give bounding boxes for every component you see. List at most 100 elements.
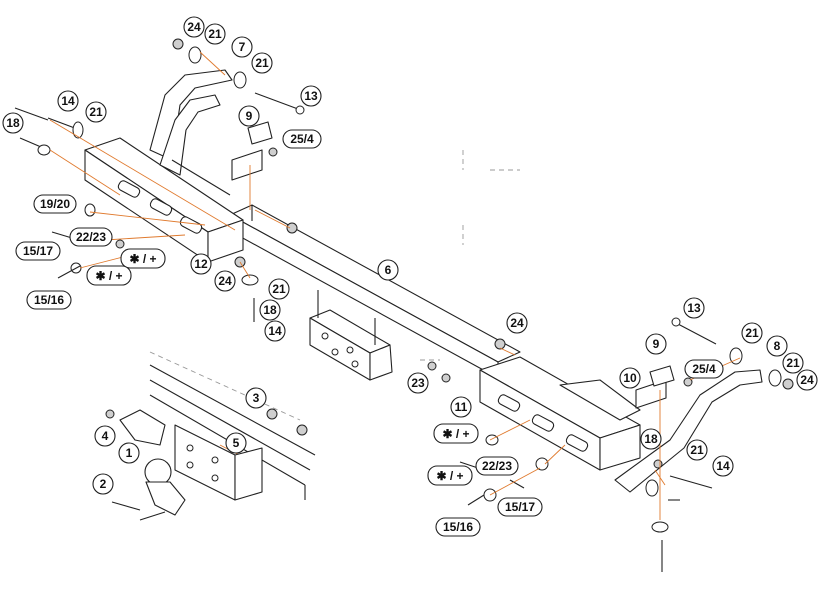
label-24: 24 — [214, 270, 236, 292]
label-19-20: 19/20 — [33, 194, 77, 214]
label-10: 10 — [619, 367, 641, 389]
left-arm — [84, 137, 244, 263]
svg-text:14: 14 — [61, 94, 75, 108]
label-13: 13 — [683, 297, 705, 319]
svg-text:22/23: 22/23 — [482, 459, 512, 473]
label-18: 18 — [640, 428, 662, 450]
label-star-plus: ✱ / + — [427, 465, 473, 486]
bolt-13-left — [254, 92, 305, 115]
label-4: 4 — [94, 425, 116, 447]
label-22-23: 22/23 — [475, 456, 519, 476]
svg-text:1: 1 — [126, 446, 133, 460]
right-side-bracket — [559, 369, 763, 493]
svg-text:22/23: 22/23 — [76, 230, 106, 244]
label-star-plus: ✱ / + — [120, 248, 166, 269]
label-15-17: 15/17 — [497, 497, 543, 517]
svg-text:25/4: 25/4 — [692, 362, 716, 376]
svg-text:24: 24 — [510, 316, 524, 330]
label-21: 21 — [204, 23, 226, 45]
center-mount-plate — [309, 290, 393, 381]
svg-text:✱ / +: ✱ / + — [442, 427, 469, 441]
label-13: 13 — [300, 85, 322, 107]
svg-text:15/16: 15/16 — [443, 520, 473, 534]
label-21: 21 — [782, 352, 804, 374]
svg-text:18: 18 — [644, 432, 658, 446]
svg-text:7: 7 — [239, 40, 246, 54]
svg-text:15/17: 15/17 — [23, 244, 53, 258]
svg-text:3: 3 — [253, 391, 260, 405]
label-18: 18 — [259, 299, 281, 321]
label-24: 24 — [506, 312, 528, 334]
bracket-10-right — [635, 365, 675, 409]
label-1: 1 — [118, 442, 140, 464]
label-25-4: 25/4 — [684, 359, 724, 379]
svg-text:21: 21 — [272, 282, 286, 296]
svg-text:21: 21 — [89, 105, 103, 119]
label-23: 23 — [407, 372, 429, 394]
svg-text:21: 21 — [208, 27, 222, 41]
svg-text:15/17: 15/17 — [505, 500, 535, 514]
svg-text:✱ / +: ✱ / + — [436, 469, 463, 483]
svg-text:8: 8 — [774, 339, 781, 353]
svg-text:24: 24 — [800, 373, 814, 387]
svg-text:25/4: 25/4 — [290, 132, 314, 146]
label-9: 9 — [645, 333, 667, 355]
label-star-plus: ✱ / + — [86, 265, 132, 286]
svg-text:11: 11 — [455, 400, 468, 414]
label-21: 21 — [268, 278, 290, 300]
svg-text:13: 13 — [687, 301, 701, 315]
label-9: 9 — [238, 105, 260, 127]
svg-text:9: 9 — [653, 337, 660, 351]
svg-text:15/16: 15/16 — [34, 293, 64, 307]
svg-text:12: 12 — [194, 257, 208, 271]
svg-text:✱ / +: ✱ / + — [95, 269, 122, 283]
label-21: 21 — [251, 52, 273, 74]
label-3: 3 — [245, 387, 267, 409]
svg-text:14: 14 — [716, 459, 730, 473]
left-upper-bracket — [149, 69, 233, 196]
label-star-plus: ✱ / + — [433, 423, 479, 444]
svg-text:18: 18 — [263, 303, 277, 317]
svg-text:✱ / +: ✱ / + — [129, 252, 156, 266]
svg-text:19/20: 19/20 — [40, 197, 70, 211]
svg-text:24: 24 — [187, 20, 201, 34]
svg-text:21: 21 — [786, 356, 800, 370]
label-15-17: 15/17 — [15, 241, 61, 261]
bracket-9-left — [231, 121, 273, 181]
label-15-16: 15/16 — [26, 290, 72, 310]
label-24: 24 — [796, 369, 818, 391]
svg-text:21: 21 — [255, 56, 269, 70]
svg-text:2: 2 — [100, 477, 107, 491]
label-8: 8 — [766, 335, 788, 357]
svg-text:18: 18 — [6, 116, 20, 130]
svg-text:14: 14 — [268, 324, 282, 338]
label-11: 11 — [450, 396, 472, 418]
bolt-13-right — [671, 317, 717, 345]
reference-dashes — [149, 150, 520, 421]
part-labels: 24 21 7 21 13 14 21 18 9 25/4 19/20 22/2… — [2, 16, 818, 537]
svg-text:9: 9 — [246, 109, 253, 123]
svg-text:10: 10 — [623, 371, 637, 385]
label-18: 18 — [2, 112, 24, 134]
label-14: 14 — [57, 90, 79, 112]
right-arm — [479, 356, 641, 471]
label-2: 2 — [92, 473, 114, 495]
towball-inset — [105, 364, 316, 521]
label-6: 6 — [377, 259, 399, 281]
main-crossbar — [229, 204, 521, 379]
label-24: 24 — [183, 16, 205, 38]
label-21: 21 — [686, 439, 708, 461]
svg-text:13: 13 — [304, 89, 318, 103]
svg-text:21: 21 — [690, 443, 704, 457]
label-22-23: 22/23 — [69, 227, 113, 247]
svg-text:21: 21 — [745, 326, 759, 340]
label-15-16: 15/16 — [435, 517, 481, 537]
label-21: 21 — [85, 101, 107, 123]
label-21: 21 — [741, 322, 763, 344]
label-5: 5 — [225, 432, 247, 454]
label-12: 12 — [190, 253, 212, 275]
svg-text:6: 6 — [385, 263, 392, 277]
label-14: 14 — [264, 320, 286, 342]
label-7: 7 — [231, 36, 253, 58]
